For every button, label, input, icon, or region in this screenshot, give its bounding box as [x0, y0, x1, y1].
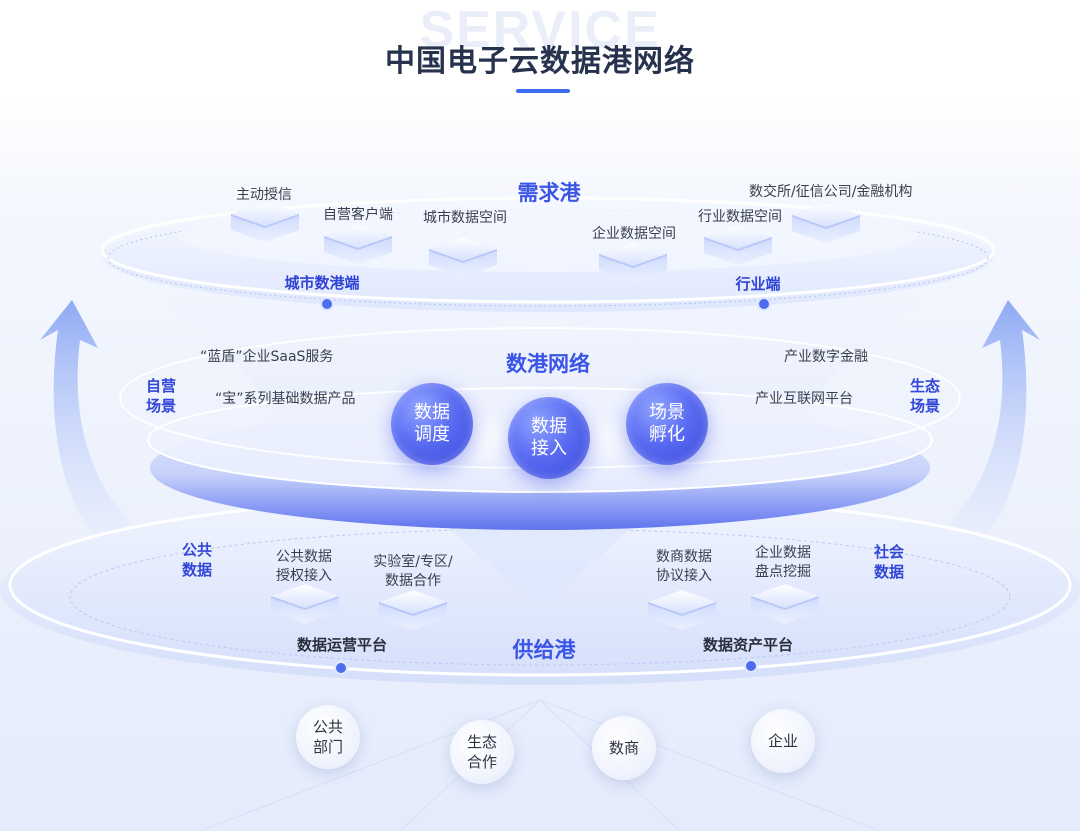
orb-scenario-incubation: 场景孵化: [626, 383, 708, 465]
orb-line: 数据: [414, 402, 450, 424]
side-label-line: 场景: [146, 396, 176, 416]
demand-item-own-client: 自营客户端: [323, 204, 393, 224]
orb-line: 接入: [531, 438, 567, 460]
side-label-line: 数据: [874, 562, 904, 582]
supply-item-line: 数据合作: [373, 572, 452, 591]
network-left-data-products: “宝”系列基础数据产品: [215, 388, 356, 408]
side-label-line: 生态: [910, 376, 940, 396]
supply-item-line: 数商数据: [656, 548, 712, 567]
source-line: 数商: [609, 738, 639, 758]
supply-port-heading: 供给港: [513, 634, 576, 664]
source-line: 部门: [313, 737, 343, 757]
demand-item-enterprise-data-space: 企业数据空间: [592, 223, 676, 243]
platform-data-operations: 数据运营平台: [297, 634, 387, 655]
supply-item-line: 盘点挖掘: [755, 563, 811, 582]
network-right-platform: 产业互联网平台: [755, 388, 853, 408]
source-line: 生态: [467, 732, 497, 752]
title-underline: [516, 89, 570, 93]
platform-dot-assets: [744, 659, 758, 673]
platform-data-assets: 数据资产平台: [703, 634, 793, 655]
source-line: 企业: [768, 731, 798, 751]
orb-line: 孵化: [649, 424, 685, 446]
supply-item-line: 企业数据: [755, 544, 811, 563]
source-public-department: 公共部门: [296, 705, 360, 769]
network-right-finance: 产业数字金融: [784, 346, 868, 366]
side-label-public-data: 公共 数据: [182, 540, 212, 580]
platform-dot-operations: [334, 661, 348, 675]
source-line: 公共: [313, 717, 343, 737]
supply-item-line: 授权接入: [276, 567, 332, 586]
endpoint-industry: 行业端: [735, 273, 780, 294]
source-eco-partners: 生态合作: [450, 720, 514, 784]
orb-line: 场景: [649, 402, 685, 424]
supply-item-enterprise-mining: 企业数据盘点挖掘: [755, 544, 811, 582]
orb-data-access: 数据接入: [508, 397, 590, 479]
orb-data-scheduling: 数据调度: [391, 383, 473, 465]
source-line: 合作: [467, 752, 497, 772]
side-label-line: 自营: [146, 376, 176, 396]
demand-item-active-credit: 主动授信: [236, 184, 292, 204]
side-label-eco-scenario: 生态 场景: [910, 376, 940, 416]
supply-item-merchant-protocol: 数商数据协议接入: [656, 548, 712, 586]
orb-line: 调度: [414, 424, 450, 446]
source-enterprise: 企业: [751, 709, 815, 773]
network-left-saas: “蓝盾”企业SaaS服务: [200, 346, 333, 366]
orb-line: 数据: [531, 416, 567, 438]
supply-item-line: 公共数据: [276, 548, 332, 567]
supply-item-line: 实验室/专区/: [373, 553, 452, 572]
source-data-merchants: 数商: [592, 716, 656, 780]
demand-port-heading: 需求港: [518, 177, 581, 207]
supply-item-public-auth: 公共数据授权接入: [276, 548, 332, 586]
supply-item-lab-cooperation: 实验室/专区/数据合作: [373, 553, 452, 591]
endpoint-dot-industry: [757, 297, 771, 311]
endpoint-city-port: 城市数港端: [284, 272, 359, 293]
page-title: 中国电子云数据港网络: [0, 36, 1080, 80]
side-label-line: 数据: [182, 560, 212, 580]
demand-item-city-data-space: 城市数据空间: [423, 207, 507, 227]
endpoint-dot-city: [320, 297, 334, 311]
network-heading: 数港网络: [506, 348, 590, 378]
side-label-line: 公共: [182, 540, 212, 560]
side-label-line: 社会: [874, 542, 904, 562]
demand-item-exchanges: 数交所/征信公司/金融机构: [749, 181, 912, 201]
side-label-line: 场景: [910, 396, 940, 416]
demand-item-industry-data-space: 行业数据空间: [698, 206, 782, 226]
side-label-own-scenario: 自营 场景: [146, 376, 176, 416]
supply-item-line: 协议接入: [656, 567, 712, 586]
side-label-social-data: 社会 数据: [874, 542, 904, 582]
